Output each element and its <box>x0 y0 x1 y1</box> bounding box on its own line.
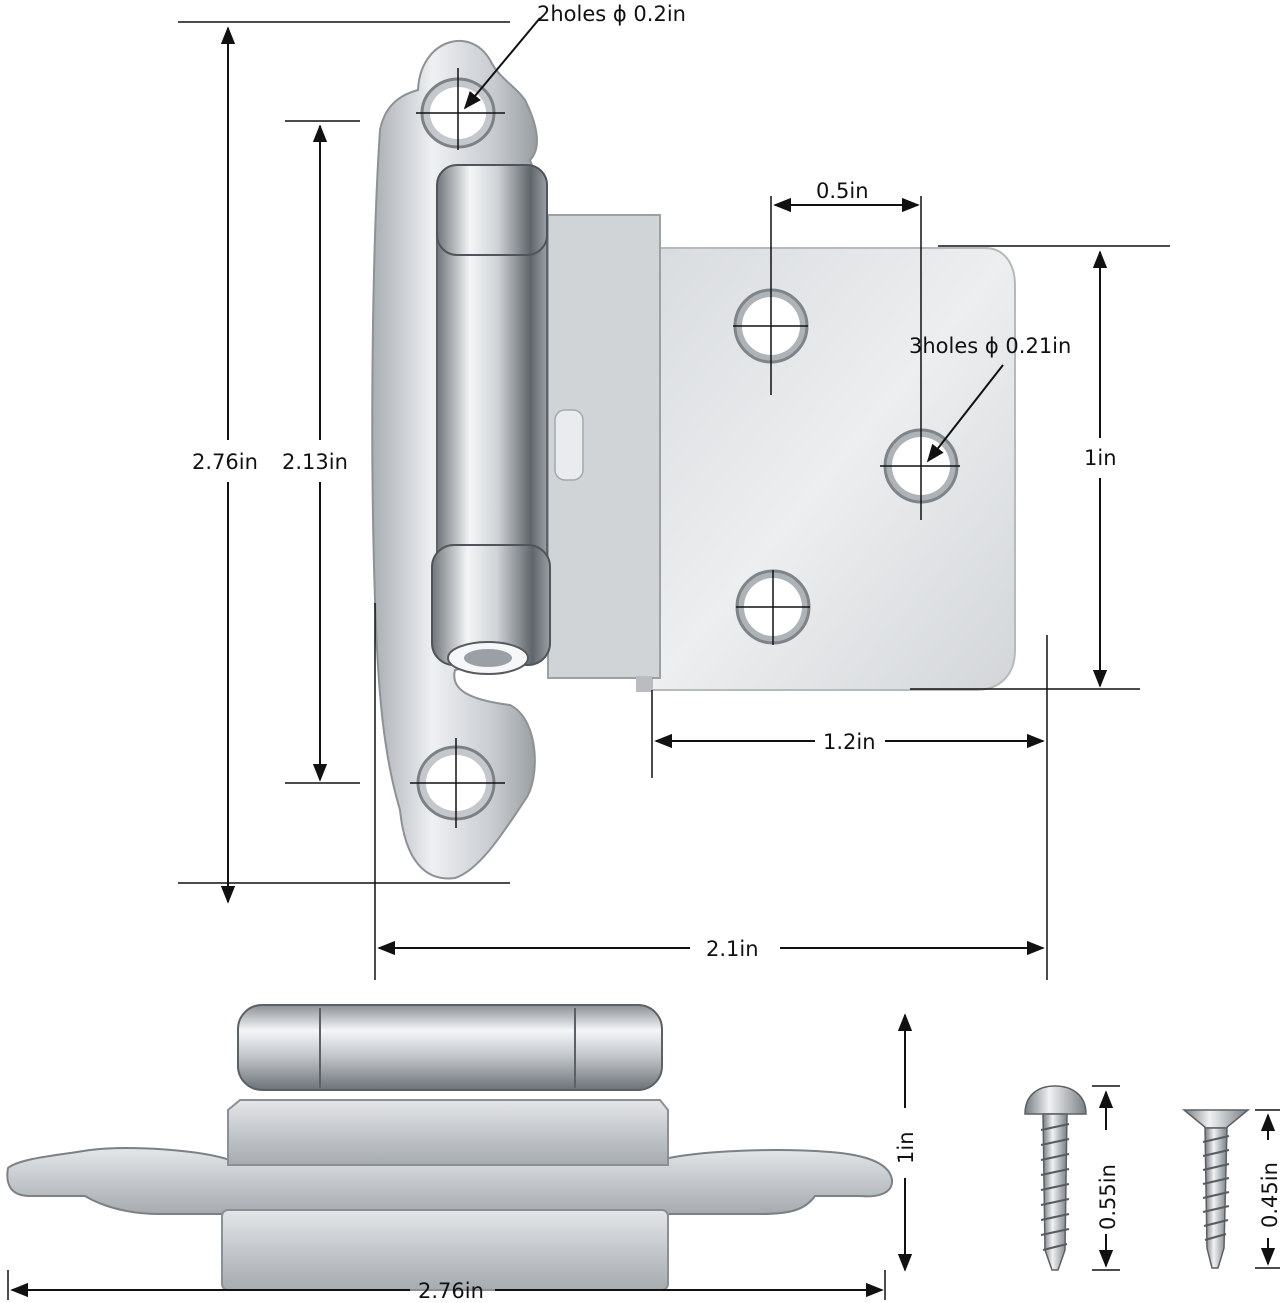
plate-holes-label: 3holes ϕ 0.21in <box>909 334 1071 358</box>
top-dimensions: 2.76in 2.13in 2holes ϕ 0.2in 0.5in 3hole… <box>178 2 1170 980</box>
leaf-holes-label: 2holes ϕ 0.2in <box>537 2 686 26</box>
round-screw-length-label: 0.55in <box>1096 1164 1120 1230</box>
hinge-top-view <box>371 40 1016 880</box>
plate-height-label: 1in <box>1084 446 1117 470</box>
flat-head-screw-shank <box>1204 1127 1228 1269</box>
flat-head-screw-head <box>1181 1109 1251 1129</box>
plate-width-label: 1.2in <box>823 730 876 754</box>
round-head-screw <box>1024 1085 1087 1271</box>
hinge-side-view <box>6 1004 894 1291</box>
side-height-label: 1in <box>894 1131 918 1164</box>
round-head-screw-head <box>1024 1085 1087 1115</box>
side-width-label: 2.76in <box>418 1279 484 1303</box>
flat-screw-length-label: 0.45in <box>1258 1162 1280 1228</box>
side-dimensions: 1in 2.76in <box>7 1013 918 1303</box>
knuckle-top <box>436 164 548 256</box>
hole-spacing-label: 2.13in <box>282 450 348 474</box>
frame-plate <box>651 247 1016 691</box>
hole-offset-label: 0.5in <box>816 179 869 203</box>
round-screw-dimension: 0.55in <box>1092 1085 1120 1271</box>
side-lower-block <box>221 1209 669 1291</box>
side-mid-block <box>227 1099 669 1166</box>
overall-height-label: 2.76in <box>192 450 258 474</box>
side-barrel <box>237 1004 663 1091</box>
overall-width-label: 2.1in <box>706 937 759 961</box>
flat-screw-dimension: 0.45in <box>1255 1109 1280 1269</box>
flat-head-screw <box>1181 1109 1251 1269</box>
